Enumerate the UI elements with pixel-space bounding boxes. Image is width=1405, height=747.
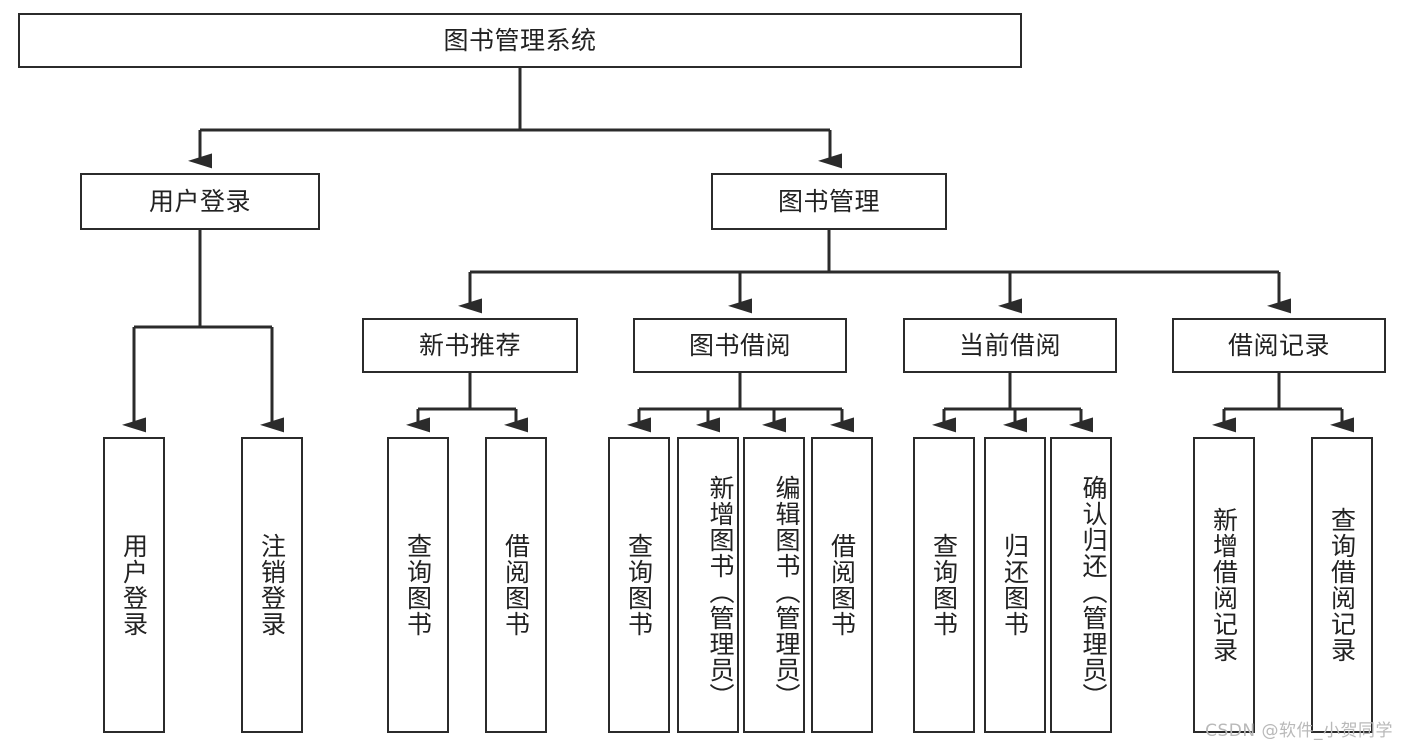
node-label: 当前借阅 (958, 330, 1061, 360)
node-leaf-edit-book[interactable]: 编辑图书（管理员） (743, 437, 805, 733)
node-label: 查询图书 (624, 533, 654, 637)
node-label: 注销登录 (257, 533, 287, 637)
node-label: 借阅图书 (827, 533, 857, 637)
node-leaf-return-book[interactable]: 归还图书 (984, 437, 1046, 733)
node-borrow-record[interactable]: 借阅记录 (1172, 318, 1386, 373)
node-leaf-query-book-1[interactable]: 查询图书 (387, 437, 449, 733)
node-label: 查询图书 (929, 533, 959, 637)
node-label: 借阅记录 (1227, 330, 1330, 360)
node-label: 用户登录 (119, 533, 149, 637)
node-label: 借阅图书 (501, 533, 531, 637)
node-label: 确认归还（管理员） (1079, 475, 1108, 709)
node-label: 图书管理系统 (443, 25, 597, 55)
node-label: 归还图书 (1000, 533, 1030, 637)
node-label: 新增图书（管理员） (706, 475, 735, 709)
node-leaf-add-book[interactable]: 新增图书（管理员） (677, 437, 739, 733)
node-leaf-confirm-return[interactable]: 确认归还（管理员） (1050, 437, 1112, 733)
node-label: 查询借阅记录 (1327, 507, 1357, 663)
node-leaf-user-login[interactable]: 用户登录 (103, 437, 165, 733)
node-root-system[interactable]: 图书管理系统 (18, 13, 1022, 68)
node-label: 编辑图书（管理员） (772, 475, 801, 709)
node-label: 新增借阅记录 (1209, 507, 1239, 663)
node-leaf-query-record[interactable]: 查询借阅记录 (1311, 437, 1373, 733)
node-current-borrow[interactable]: 当前借阅 (903, 318, 1117, 373)
node-label: 图书管理 (777, 186, 880, 216)
node-leaf-logout[interactable]: 注销登录 (241, 437, 303, 733)
node-leaf-borrow-book-2[interactable]: 借阅图书 (811, 437, 873, 733)
node-leaf-query-book-2[interactable]: 查询图书 (608, 437, 670, 733)
node-label: 用户登录 (148, 186, 251, 216)
node-new-book-recommend[interactable]: 新书推荐 (362, 318, 578, 373)
node-leaf-borrow-book-1[interactable]: 借阅图书 (485, 437, 547, 733)
node-book-manage[interactable]: 图书管理 (711, 173, 947, 230)
node-label: 新书推荐 (418, 330, 521, 360)
node-leaf-query-book-3[interactable]: 查询图书 (913, 437, 975, 733)
node-label: 图书借阅 (688, 330, 791, 360)
node-leaf-add-record[interactable]: 新增借阅记录 (1193, 437, 1255, 733)
node-label: 查询图书 (403, 533, 433, 637)
node-user-login[interactable]: 用户登录 (80, 173, 320, 230)
node-book-borrow[interactable]: 图书借阅 (633, 318, 847, 373)
